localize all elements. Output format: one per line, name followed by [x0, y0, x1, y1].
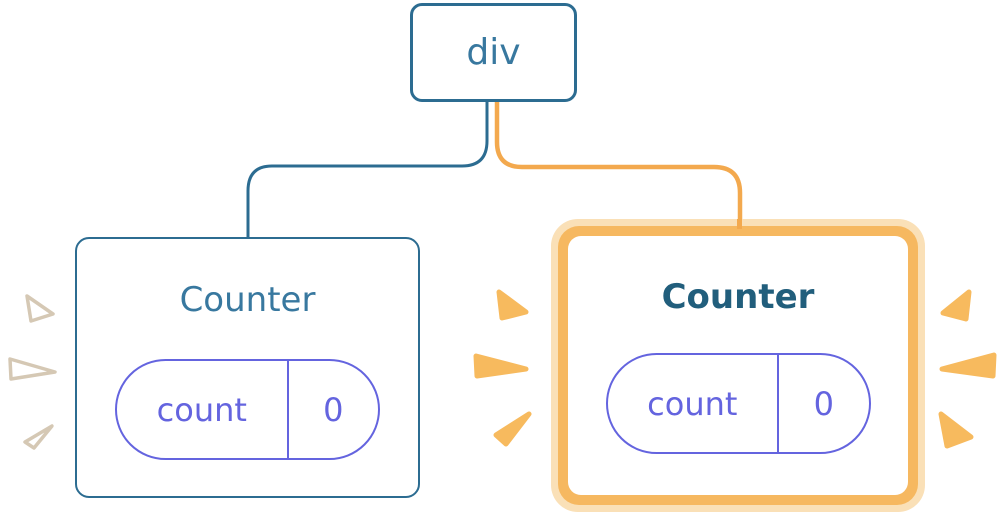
root-node: div	[410, 3, 577, 102]
sparks-orange-outer-icon	[938, 289, 997, 449]
pill-divider	[777, 355, 780, 452]
spark-icon	[473, 353, 529, 379]
spark-icon	[23, 424, 54, 450]
spark-icon	[496, 289, 529, 321]
spark-icon	[8, 357, 57, 381]
component-title: Counter	[661, 277, 815, 317]
counter-card-left: Counter count 0	[75, 237, 420, 498]
sparks-orange-inner-icon	[473, 289, 532, 447]
wire-entry-stub	[737, 219, 742, 229]
wire-root-to-right-counter	[494, 101, 743, 224]
state-value: 0	[813, 384, 834, 423]
state-key: count	[647, 384, 738, 423]
root-node-label: div	[466, 32, 521, 73]
state-value: 0	[323, 390, 344, 429]
wire-root-to-left-counter	[246, 101, 489, 240]
spark-icon	[938, 411, 974, 449]
pill-divider	[286, 361, 289, 458]
state-key: count	[156, 390, 247, 429]
sparks-white-icon	[8, 294, 57, 450]
counter-card-right-ring: Counter count 0	[558, 226, 918, 505]
spark-icon	[25, 294, 55, 323]
wire-casing	[488, 101, 749, 222]
state-pill: count 0	[605, 353, 871, 454]
component-title: Counter	[179, 280, 316, 320]
spark-icon	[940, 289, 972, 322]
state-pill: count 0	[115, 359, 380, 460]
counter-card-right: Counter count 0	[568, 236, 908, 495]
spark-icon	[939, 352, 997, 379]
counter-card-right-halo: Counter count 0	[551, 219, 925, 512]
spark-icon	[493, 411, 532, 447]
